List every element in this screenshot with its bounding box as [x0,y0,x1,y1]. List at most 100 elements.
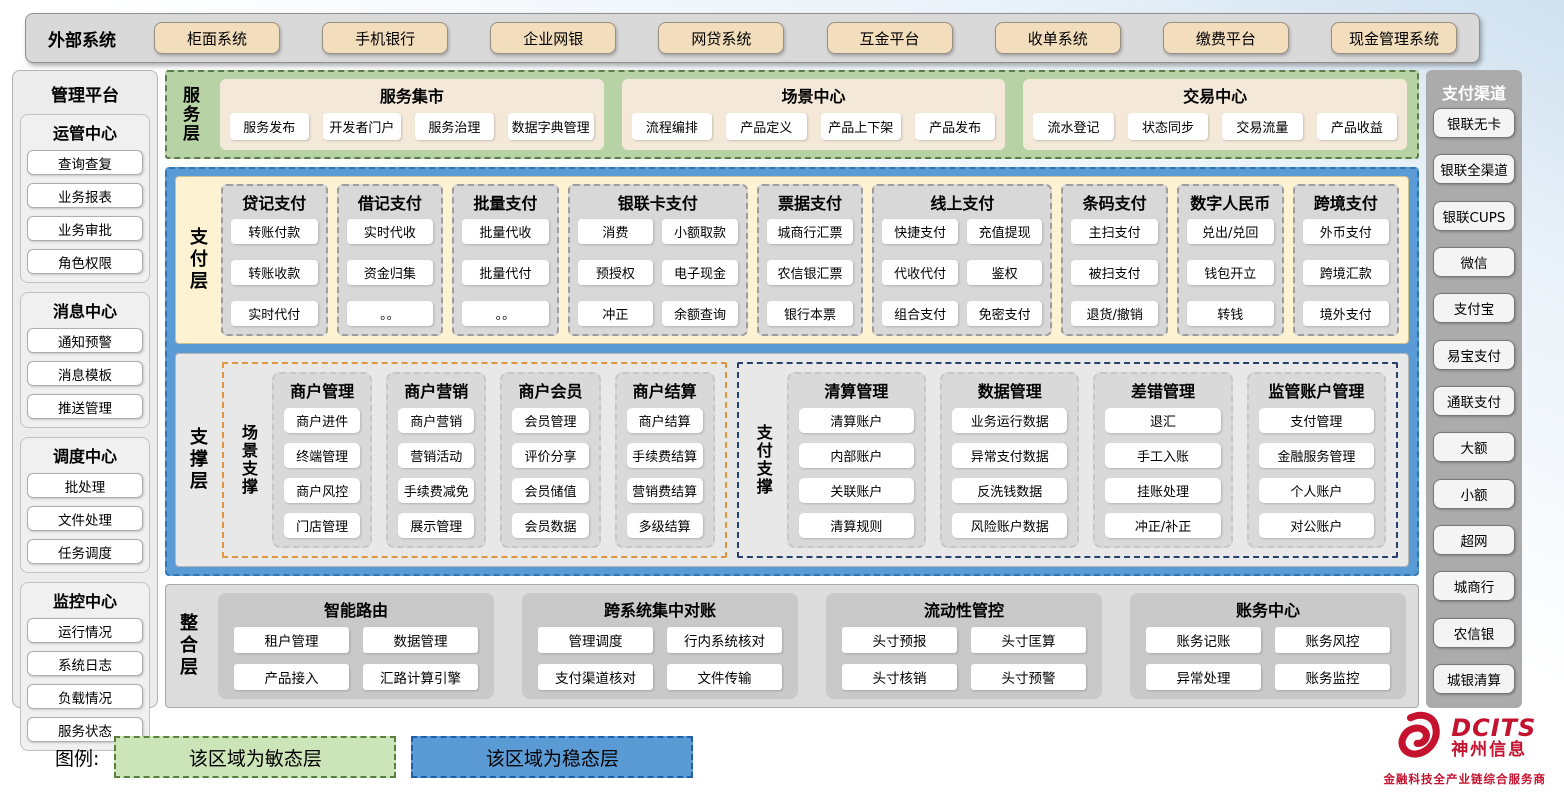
payment-support-group: 数据管理业务运行数据异常支付数据反洗钱数据风险账户数据 [940,371,1080,548]
payment-support-group: 清算管理清算账户内部账户关联账户清算规则 [786,371,927,548]
management-panel: 管理平台 运管中心查询查复业务报表业务审批角色权限消息中心通知预警消息模板推送管… [12,70,158,751]
payment-group-items: 主扫支付被扫支付退货/撤销 [1071,218,1158,326]
payment-group-items: 消费小额取款预授权电子现金冲正余额查询 [577,218,738,326]
support-node: 门店管理 [284,512,361,538]
support-node: 展示管理 [398,512,475,538]
payment-node: 。。 [346,300,434,326]
payment-node: 境外支付 [1302,300,1390,326]
channel-node: 大额 [1433,432,1515,463]
payment-group-title: 批量支付 [473,193,538,213]
support-node: 清算账户 [798,407,915,433]
service-layer-groups: 服务集市服务发布开发者门户服务治理数据字典管理场景中心流程编排产品定义产品上下架… [220,79,1408,150]
support-node: 多级结算 [626,512,703,538]
support-node: 商户风控 [284,477,361,503]
service-node: 产品上下架 [820,113,901,141]
integration-group-items: 账务记账账务风控异常处理账务监控 [1146,626,1390,690]
service-node: 数据字典管理 [507,113,594,141]
integration-layer-label: 整合层 [177,612,198,679]
external-systems-label: 外部系统 [48,30,116,51]
support-node: 会员储值 [512,477,589,503]
service-node: 产品收益 [1316,113,1398,141]
support-node: 冲正/补正 [1105,512,1221,538]
scene-support-group-title: 商户营销 [404,381,469,401]
payment-node: 余额查询 [662,300,738,326]
service-node: 状态同步 [1127,113,1209,141]
support-node: 挂账处理 [1105,477,1221,503]
payment-node: 预授权 [577,259,654,285]
payment-support-group-title: 监管账户管理 [1268,381,1365,401]
external-system-node: 互金平台 [826,22,953,54]
support-node: 金融服务管理 [1258,442,1374,468]
payment-support-group: 差错管理退汇手工入账挂账处理冲正/补正 [1093,371,1233,548]
external-system-node: 现金管理系统 [1330,22,1457,54]
integration-node: 支付渠道核对 [538,664,653,690]
payment-node: 转钱 [1186,300,1274,326]
payment-support-group-title: 差错管理 [1131,381,1196,401]
integration-node: 管理调度 [538,626,653,653]
support-layer-label: 支撑层 [187,426,208,493]
dcits-logo: DCITS 神州信息 金融科技全产业链综合服务商 [1384,710,1547,787]
service-node: 产品发布 [914,113,996,141]
payment-layer: 支付层 贷记支付转账付款转账收款实时代付借记支付实时代收资金归集。。 批量支付批量… [175,175,1409,344]
footer: 图例: 该区域为敏态层 该区域为稳态层 DCITS 神州信息 金融科技全产业 [0,708,1564,800]
payment-node: 外币支付 [1302,218,1390,244]
management-group: 监控中心运行情况系统日志负载情况服务状态 [20,582,150,751]
service-node: 流程编排 [631,113,713,141]
management-node: 通知预警 [27,328,143,353]
payment-group: 线上支付快捷支付充值提现代收代付鉴权组合支付免密支付 [872,183,1053,336]
management-group-items: 查询查复业务报表业务审批角色权限 [27,150,143,274]
channel-node: 银联无卡 [1433,108,1515,138]
management-node: 推送管理 [27,394,143,419]
payment-group-title: 借记支付 [357,193,422,213]
support-node: 个人账户 [1258,477,1374,503]
payment-group-title: 条码支付 [1082,193,1147,213]
payment-layer-label: 支付层 [187,226,208,293]
integration-layer-groups: 智能路由租户管理数据管理产品接入汇路计算引擎跨系统集中对账管理调度行内系统核对支… [218,592,1406,699]
service-group-items: 流水登记状态同步交易流量产品收益 [1033,112,1398,142]
legend-stable-layer: 该区域为稳态层 [411,736,694,778]
channel-node: 支付宝 [1433,293,1515,324]
integration-node: 汇路计算引擎 [363,664,478,690]
payment-support-group-items: 业务运行数据异常支付数据反洗钱数据风险账户数据 [952,407,1068,538]
service-group: 场景中心流程编排产品定义产品上下架产品发布 [621,79,1006,150]
payment-support-label: 支付支撑 [753,423,773,496]
integration-node: 头寸预警 [971,664,1086,690]
payment-group-items: 转账付款转账收款实时代付 [231,218,318,326]
service-node: 交易流量 [1222,113,1303,141]
integration-group: 智能路由租户管理数据管理产品接入汇路计算引擎 [218,592,494,699]
integration-node: 租户管理 [234,626,349,653]
payment-support-group-title: 清算管理 [824,381,889,401]
management-node: 运行情况 [27,618,143,643]
dcits-swirl-icon [1393,710,1445,766]
payment-node: 转账收款 [231,259,318,285]
payment-node: 主扫支付 [1071,218,1158,244]
external-system-node: 企业网银 [490,22,617,54]
scene-support-group: 商户营销商户营销营销活动手续费减免展示管理 [386,371,487,548]
payment-group-items: 批量代收批量代付。。 [462,218,549,326]
payment-group: 借记支付实时代收资金归集。。 [336,183,444,336]
integration-group-title: 智能路由 [323,600,388,620]
service-group-items: 流程编排产品定义产品上下架产品发布 [631,112,996,142]
support-node: 营销活动 [398,442,475,468]
logo-top: DCITS 神州信息 [1393,710,1536,766]
integration-group-title: 账务中心 [1235,600,1300,620]
external-system-node: 手机银行 [322,22,449,54]
channel-node: 农信银 [1433,617,1515,648]
payment-group: 跨境支付外币支付跨境汇款境外支付 [1292,183,1400,336]
support-node: 终端管理 [284,442,361,468]
payment-group-title: 贷记支付 [242,193,307,213]
management-node: 业务审批 [27,216,143,241]
scene-support-group: 商户管理商户进件终端管理商户风控门店管理 [272,371,373,548]
management-panel-title: 管理平台 [51,86,119,106]
scene-support-label: 场景支撑 [239,423,258,496]
scene-support-group-title: 商户会员 [518,381,583,401]
service-group-title: 交易中心 [1183,87,1248,106]
payment-node: 鉴权 [966,259,1043,285]
support-node: 内部账户 [798,442,915,468]
support-node: 对公账户 [1258,512,1374,538]
scene-support-groups: 商户管理商户进件终端管理商户风控门店管理商户营销商户营销营销活动手续费减免展示管… [272,371,715,548]
management-group: 调度中心批处理文件处理任务调度 [20,437,150,573]
payment-group-title: 跨境支付 [1313,193,1378,213]
payment-support-groups: 清算管理清算账户内部账户关联账户清算规则数据管理业务运行数据异常支付数据反洗钱数… [786,371,1386,548]
service-group-items: 服务发布开发者门户服务治理数据字典管理 [230,112,594,142]
